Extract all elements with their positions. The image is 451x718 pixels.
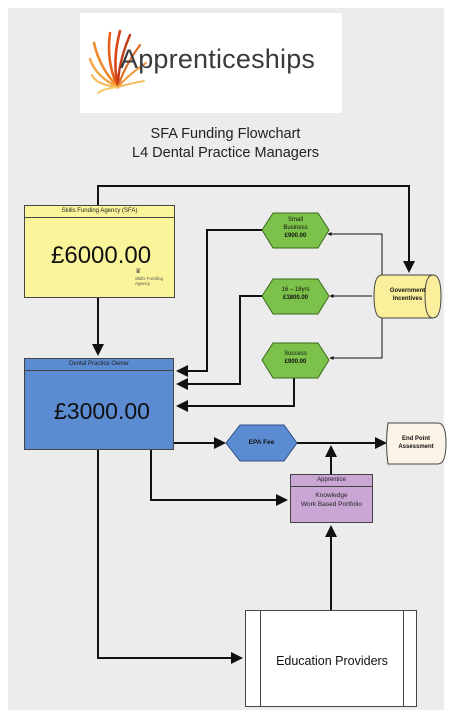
end-point-assessment-shape: [386, 422, 447, 465]
connector-owner-to-education: [97, 450, 243, 664]
sfa-amount: £6000.00: [51, 242, 152, 269]
small-business-line1: Small: [287, 217, 303, 223]
small-business-hexagon: [261, 212, 330, 249]
apprentice-header: Apprentice: [291, 475, 372, 487]
end-point-label: End Point Assessment: [386, 435, 446, 451]
apprentice-line2: Work Based Portfolio: [301, 501, 362, 508]
apprentice-body: Knowledge Work Based Portfolio: [291, 491, 372, 509]
owner-amount: £3000.00: [54, 398, 150, 424]
success-label: Success £900.00: [262, 350, 329, 366]
small-business-amount: £900.00: [284, 233, 307, 239]
owner-header: Dental Practice Owner: [25, 359, 173, 371]
connector-small-business-to-owner: [176, 229, 262, 377]
logo-wordmark: Apprenticeships: [120, 44, 316, 74]
sunburst-logo-icon: [88, 29, 147, 94]
chart-title: SFA Funding Flowchart: [150, 126, 301, 142]
small-business-label: Small Business £900.00: [262, 216, 329, 240]
apprentice-line1: Knowledge: [315, 492, 348, 499]
epa-fee-label: EPA Fee: [248, 439, 275, 446]
age-16-18-label: 16 – 18yrs £1800.00: [262, 286, 329, 302]
government-line2: Incentives: [392, 296, 423, 302]
connector-success-to-owner: [176, 378, 295, 412]
connector-owner-to-apprentice: [150, 450, 288, 506]
apprentice-box: Apprentice Knowledge Work Based Portfoli…: [290, 474, 373, 523]
connector-gov-to-small-business: [327, 232, 383, 291]
dental-practice-owner-box: Dental Practice Owner £3000.00: [24, 358, 174, 450]
apprenticeships-logo: [80, 13, 342, 113]
age-16-18-hexagon: [261, 278, 330, 315]
government-line1: Government: [389, 288, 426, 294]
age-16-18-line1: 16 – 18yrs: [281, 287, 310, 293]
education-inner-frame: [260, 611, 404, 706]
sfa-logo-text: Skills Funding Agency: [135, 276, 164, 286]
small-business-line2: Business: [283, 225, 308, 231]
education-providers-box: Education Providers: [245, 610, 417, 707]
sfa-crest-icon: ♛: [135, 268, 142, 275]
education-providers-label: Education Providers: [276, 654, 388, 668]
age-16-18-amount: £1800.00: [282, 295, 309, 301]
sfa-header: Skills Funding Agency (SFA): [25, 206, 174, 218]
end-point-line2: Assessment: [398, 444, 434, 450]
chart-subtitle: L4 Dental Practice Managers: [132, 145, 319, 161]
success-line1: Success: [284, 351, 307, 357]
success-amount: £900.00: [284, 359, 307, 365]
success-hexagon: [261, 342, 330, 379]
sfa-box: Skills Funding Agency (SFA) £6000.00 ♛ S…: [24, 205, 175, 298]
epa-fee-hexagon: [225, 424, 298, 462]
end-point-line1: End Point: [402, 436, 430, 442]
connector-16-18-to-owner: [176, 295, 262, 390]
government-incentives-label: Government Incentives: [374, 287, 441, 303]
connector-gov-to-success: [329, 301, 383, 360]
connector-sfa-to-government: [97, 185, 415, 273]
